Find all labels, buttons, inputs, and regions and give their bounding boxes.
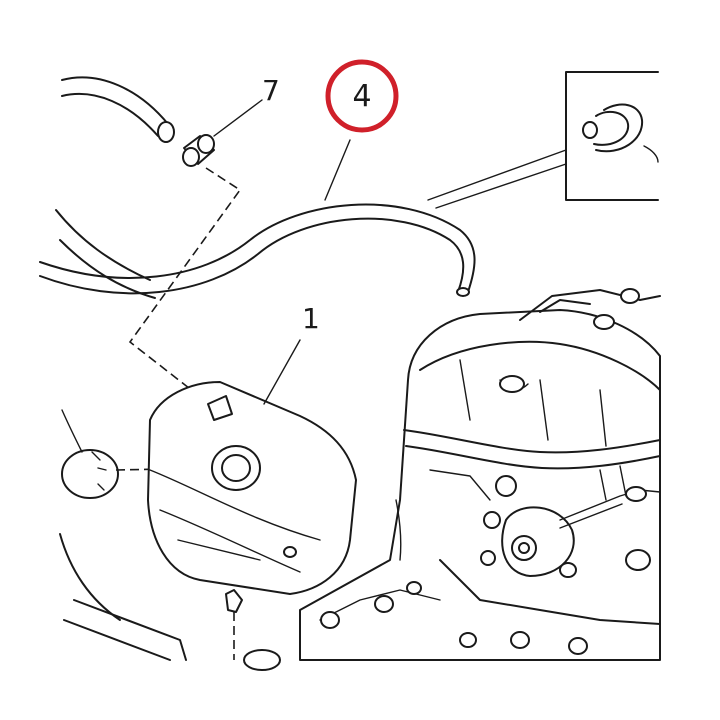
clip-detail-icon bbox=[427, 71, 659, 209]
callout-4: 4 bbox=[352, 79, 371, 114]
cap-icon bbox=[61, 409, 119, 499]
callout-7: 7 bbox=[262, 74, 280, 107]
callout-1: 1 bbox=[302, 302, 320, 335]
hose-icon bbox=[39, 203, 476, 297]
leader-7 bbox=[213, 99, 263, 137]
engine-icon bbox=[299, 288, 661, 661]
leader-4 bbox=[324, 139, 351, 201]
leader-1 bbox=[263, 339, 301, 405]
hose-upper-left bbox=[55, 76, 175, 299]
assembly-line-7 bbox=[128, 167, 242, 407]
sleeve-icon bbox=[182, 134, 215, 167]
callout-4-highlight-ring bbox=[325, 59, 399, 133]
bracket-lower-left bbox=[59, 533, 281, 671]
expansion-tank-icon bbox=[147, 381, 357, 660]
